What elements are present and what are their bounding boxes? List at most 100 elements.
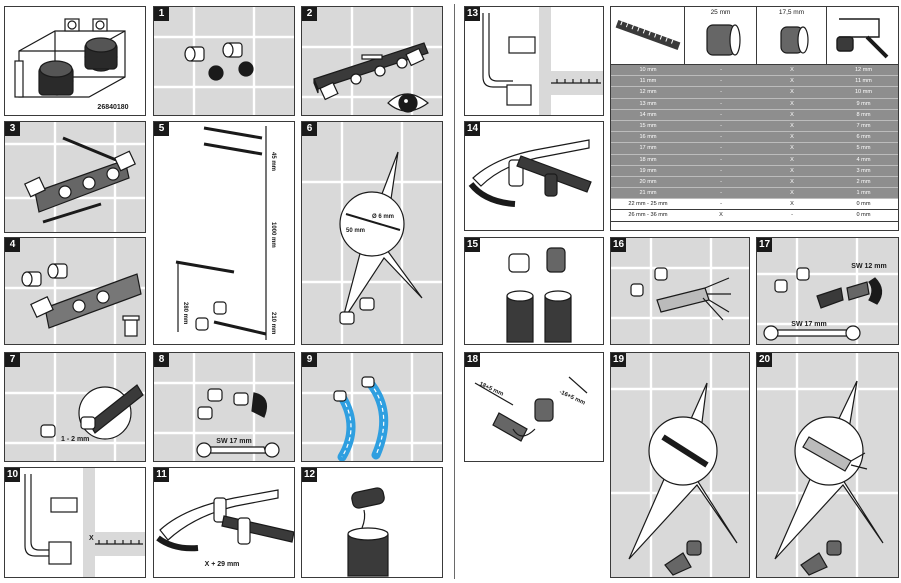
- step-number: 8: [154, 353, 169, 367]
- drill-depth: 50 mm: [346, 228, 365, 234]
- extension-short-icon: [780, 26, 809, 54]
- table-cell: 11 mm: [639, 78, 657, 85]
- step-11-panel: X + 29 mm 11: [153, 467, 295, 578]
- step-3-panel: 3: [4, 121, 146, 233]
- step-13-panel: 13: [464, 6, 604, 116]
- table-cell: -: [720, 111, 722, 118]
- step-number: 18: [465, 353, 480, 367]
- table-cell: X: [790, 167, 794, 174]
- depth-right: -16+5 mm: [558, 389, 586, 406]
- tile-wall: [611, 238, 749, 344]
- hacksaw-icon: [836, 18, 889, 59]
- table-cell: X: [790, 89, 794, 96]
- table-cell: 1 mm: [856, 190, 871, 197]
- table-cell: 19 mm: [639, 167, 657, 174]
- header-ruler: [611, 7, 685, 65]
- dim-left: 280 mm: [182, 302, 188, 324]
- table-cell: X: [790, 178, 794, 185]
- tile-wall: [5, 122, 145, 232]
- table-cell: -: [720, 178, 722, 185]
- table-cell: -: [720, 156, 722, 163]
- step-20-panel: 20: [756, 352, 899, 578]
- table-cell: 0 mm: [856, 201, 871, 208]
- grease-diagram: [347, 487, 389, 577]
- table-cell: 13 mm: [639, 100, 657, 107]
- step-number: 9: [302, 353, 317, 367]
- x-label: X: [89, 535, 94, 542]
- table-cell: 5 mm: [856, 145, 871, 152]
- step-9-panel: 9: [301, 352, 443, 462]
- table-cell: -: [720, 100, 722, 107]
- table-header: 25 mm 17,5 mm: [611, 7, 898, 65]
- step-14-panel: 14: [464, 121, 604, 231]
- mounting-depth-diagram: 18+5 mm -16+5 mm: [474, 376, 588, 442]
- extension-long-icon: [706, 24, 741, 56]
- step-1-panel: 1: [153, 6, 295, 116]
- table-cell: 8 mm: [856, 111, 871, 118]
- tile-wall: [611, 353, 749, 577]
- step-number: 3: [5, 122, 20, 136]
- step-16-panel: 16: [610, 237, 750, 345]
- table-cell: 17 mm: [639, 145, 657, 152]
- table-cell: X: [790, 67, 794, 73]
- step-number: 13: [465, 7, 480, 21]
- table-cell: 20 mm: [639, 178, 657, 185]
- table-cell: -: [720, 134, 722, 141]
- step-2-panel: 2: [301, 6, 443, 116]
- table-cell: 16 mm: [639, 134, 657, 141]
- page-divider: [454, 4, 455, 579]
- step-number: 1: [154, 7, 169, 21]
- table-cell: 9 mm: [856, 100, 871, 107]
- wrench-size: SW 17 mm: [791, 321, 826, 328]
- table-cell: 12 mm: [854, 67, 873, 73]
- table-cell: 7 mm: [856, 122, 871, 129]
- tile-wall: [302, 7, 442, 115]
- measurement-diagram: 45 mm 1000 mm 280 mm 210 mm: [175, 126, 276, 340]
- table-cell: -: [720, 89, 722, 96]
- measurement-diagram: [482, 7, 603, 115]
- product-code: 26840180: [97, 104, 128, 111]
- hex-size: SW 12 mm: [851, 263, 886, 270]
- table-cell: X: [790, 100, 794, 107]
- table-cell: 10 mm: [639, 67, 657, 73]
- header-extension-17-5: 17,5 mm: [757, 7, 827, 65]
- table-cell: 11 mm: [855, 78, 872, 85]
- wrench-size: SW 17 mm: [216, 438, 251, 445]
- step-number: 2: [302, 7, 317, 21]
- grease-parts-diagram: [506, 247, 572, 343]
- table-cell: 14 mm: [639, 111, 657, 118]
- table-cell: -: [720, 78, 722, 85]
- header-saw: [827, 7, 900, 65]
- step-number: 17: [757, 238, 772, 252]
- step-7-panel: 1 - 2 mm 7: [4, 352, 146, 462]
- table-cell: 6 mm: [856, 134, 871, 141]
- step-number: 11: [154, 468, 169, 482]
- tile-wall: [5, 238, 145, 344]
- table-cell: 3 mm: [856, 167, 871, 174]
- gap-label: 1 - 2 mm: [61, 436, 89, 443]
- table-cell: X: [790, 156, 794, 163]
- step-number: 6: [302, 122, 317, 136]
- measurement-diagram: X: [24, 468, 145, 577]
- step-number: 4: [5, 238, 20, 252]
- tile-wall: [302, 353, 442, 461]
- step-number: 12: [302, 468, 317, 482]
- table-cell: 26 mm - 36 mm: [628, 212, 668, 219]
- step-6-panel: Ø 6 mm 50 mm 6: [301, 121, 443, 345]
- step-number: 5: [154, 122, 169, 136]
- step-19-panel: 19: [610, 352, 750, 578]
- table-cell: -: [720, 167, 722, 174]
- table-cell: 10 mm: [854, 89, 873, 96]
- tile-wall: [757, 353, 898, 577]
- table-row: 13 mm - X 9 mm: [611, 98, 898, 110]
- header-label: 17,5 mm: [778, 9, 805, 16]
- dim-top: 45 mm: [270, 152, 276, 171]
- step-5-panel: 45 mm 1000 mm 280 mm 210 mm 5: [153, 121, 295, 345]
- table-cell: 22 mm - 25 mm: [628, 201, 668, 208]
